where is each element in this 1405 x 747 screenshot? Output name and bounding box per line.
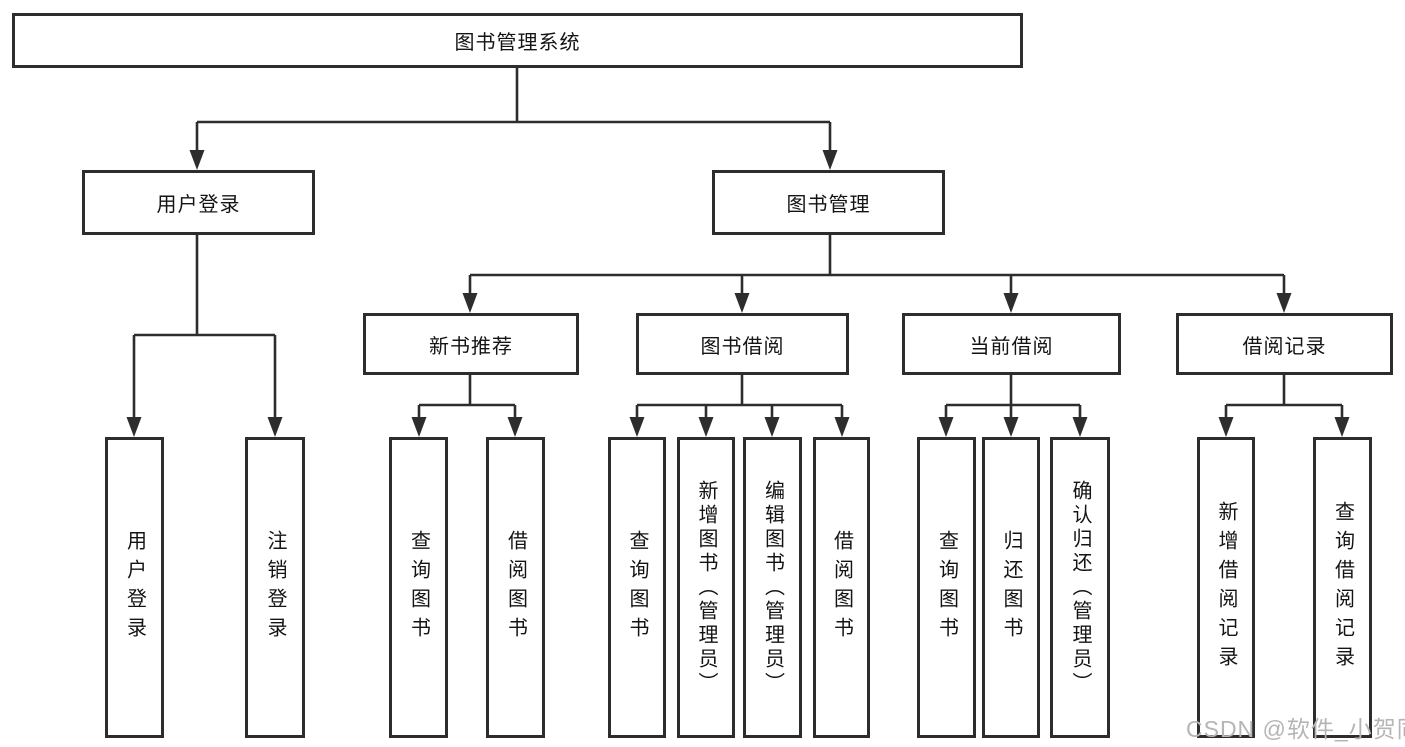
leaf-query-books-2: 查询图书 xyxy=(608,437,666,738)
arrow-down-icon xyxy=(822,150,838,170)
arrow-down-icon xyxy=(764,417,780,437)
connector-paths xyxy=(132,68,1344,423)
leaf-add-borrow-record: 新增借阅记录 xyxy=(1197,437,1255,738)
leaf-label: 归还图书 xyxy=(1000,529,1022,646)
node-book-management: 图书管理 xyxy=(712,170,945,235)
leaf-logout: 注销登录 xyxy=(245,437,305,738)
arrow-down-icon xyxy=(1003,417,1019,437)
leaf-query-books-1: 查询图书 xyxy=(389,437,448,738)
leaf-add-books-admin: 新增图书（管理员） xyxy=(677,437,735,738)
arrow-down-icon xyxy=(462,293,478,313)
node-user-login: 用户登录 xyxy=(82,170,315,235)
leaf-label: 确认归还（管理员） xyxy=(1069,479,1091,696)
leaf-label: 借阅图书 xyxy=(504,529,527,646)
leaf-label: 查询图书 xyxy=(407,529,430,646)
node-new-book-recommend: 新书推荐 xyxy=(363,313,579,375)
node-current-borrow: 当前借阅 xyxy=(902,313,1121,375)
node-label: 图书管理 xyxy=(786,194,871,216)
arrow-down-icon xyxy=(1003,293,1019,313)
arrow-down-icon xyxy=(267,417,283,437)
arrow-down-icon xyxy=(629,417,645,437)
node-book-borrow: 图书借阅 xyxy=(636,313,849,375)
arrow-down-icon xyxy=(734,293,750,313)
arrow-down-icon xyxy=(1072,417,1088,437)
node-label: 图书管理系统 xyxy=(454,32,581,54)
leaf-label: 注销登录 xyxy=(264,529,286,646)
leaf-label: 查询图书 xyxy=(935,529,958,646)
leaf-user-login: 用户登录 xyxy=(105,437,164,738)
arrow-down-icon xyxy=(507,417,523,437)
arrow-down-icon xyxy=(189,150,205,170)
node-label: 新书推荐 xyxy=(429,335,513,358)
node-label: 借阅记录 xyxy=(1242,335,1327,358)
node-borrow-records: 借阅记录 xyxy=(1176,313,1393,375)
leaf-label: 新增图书（管理员） xyxy=(695,479,717,696)
leaf-label: 查询借阅记录 xyxy=(1331,500,1354,675)
arrow-down-icon xyxy=(126,417,142,437)
arrow-down-icon xyxy=(834,417,850,437)
arrow-down-icon xyxy=(698,417,714,437)
leaf-label: 查询图书 xyxy=(626,529,648,646)
leaf-label: 借阅图书 xyxy=(830,529,853,646)
arrow-down-icon xyxy=(938,417,954,437)
leaf-borrow-books-2: 借阅图书 xyxy=(813,437,870,738)
arrowheads xyxy=(126,150,1350,437)
leaf-query-books-3: 查询图书 xyxy=(917,437,976,738)
leaf-label: 新增借阅记录 xyxy=(1215,500,1237,675)
arrow-down-icon xyxy=(411,417,427,437)
watermark: CSDN @软件_小贺同学 xyxy=(1186,716,1405,742)
leaf-confirm-return-admin: 确认归还（管理员） xyxy=(1050,437,1110,738)
leaf-query-borrow-record: 查询借阅记录 xyxy=(1313,437,1372,738)
leaf-borrow-books-1: 借阅图书 xyxy=(486,437,545,738)
leaf-edit-books-admin: 编辑图书（管理员） xyxy=(743,437,802,738)
node-label: 图书借阅 xyxy=(700,335,785,358)
arrow-down-icon xyxy=(1218,417,1234,437)
arrow-down-icon xyxy=(1276,293,1292,313)
node-label: 当前借阅 xyxy=(969,335,1054,358)
leaf-return-books: 归还图书 xyxy=(982,437,1040,738)
node-library-system: 图书管理系统 xyxy=(12,13,1023,68)
leaf-label: 用户登录 xyxy=(123,529,146,646)
leaf-label: 编辑图书（管理员） xyxy=(761,479,784,696)
node-label: 用户登录 xyxy=(156,194,241,216)
arrow-down-icon xyxy=(1334,417,1350,437)
